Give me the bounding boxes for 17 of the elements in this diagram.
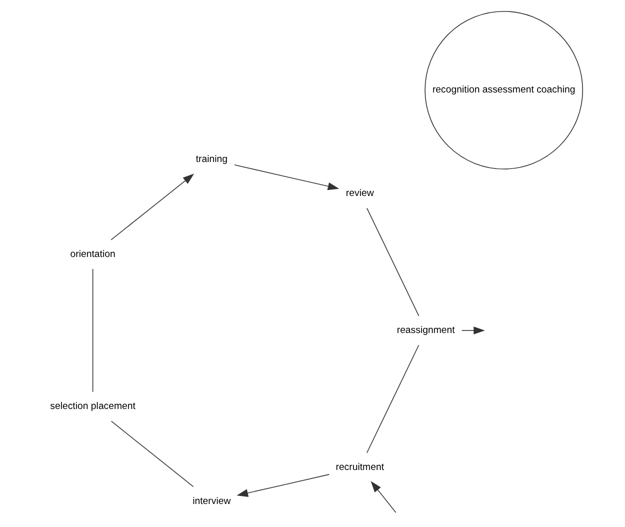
node-text: reassignment bbox=[396, 324, 454, 336]
arrow bbox=[370, 481, 396, 513]
connector bbox=[92, 268, 93, 392]
node-text: training bbox=[195, 154, 228, 166]
node-text: recruitment bbox=[335, 462, 384, 473]
node-text: review bbox=[345, 188, 374, 199]
node-circle: recognition assessment coaching bbox=[424, 10, 583, 170]
node-text: orientation bbox=[70, 248, 115, 260]
arrow bbox=[234, 164, 339, 190]
connector bbox=[110, 420, 194, 488]
connector bbox=[366, 208, 419, 316]
node-text: selection placement bbox=[50, 400, 135, 412]
node-text: interview bbox=[192, 496, 230, 507]
arrow bbox=[236, 474, 330, 497]
arrow bbox=[110, 174, 194, 240]
connector bbox=[366, 344, 419, 454]
arrow bbox=[460, 326, 484, 334]
